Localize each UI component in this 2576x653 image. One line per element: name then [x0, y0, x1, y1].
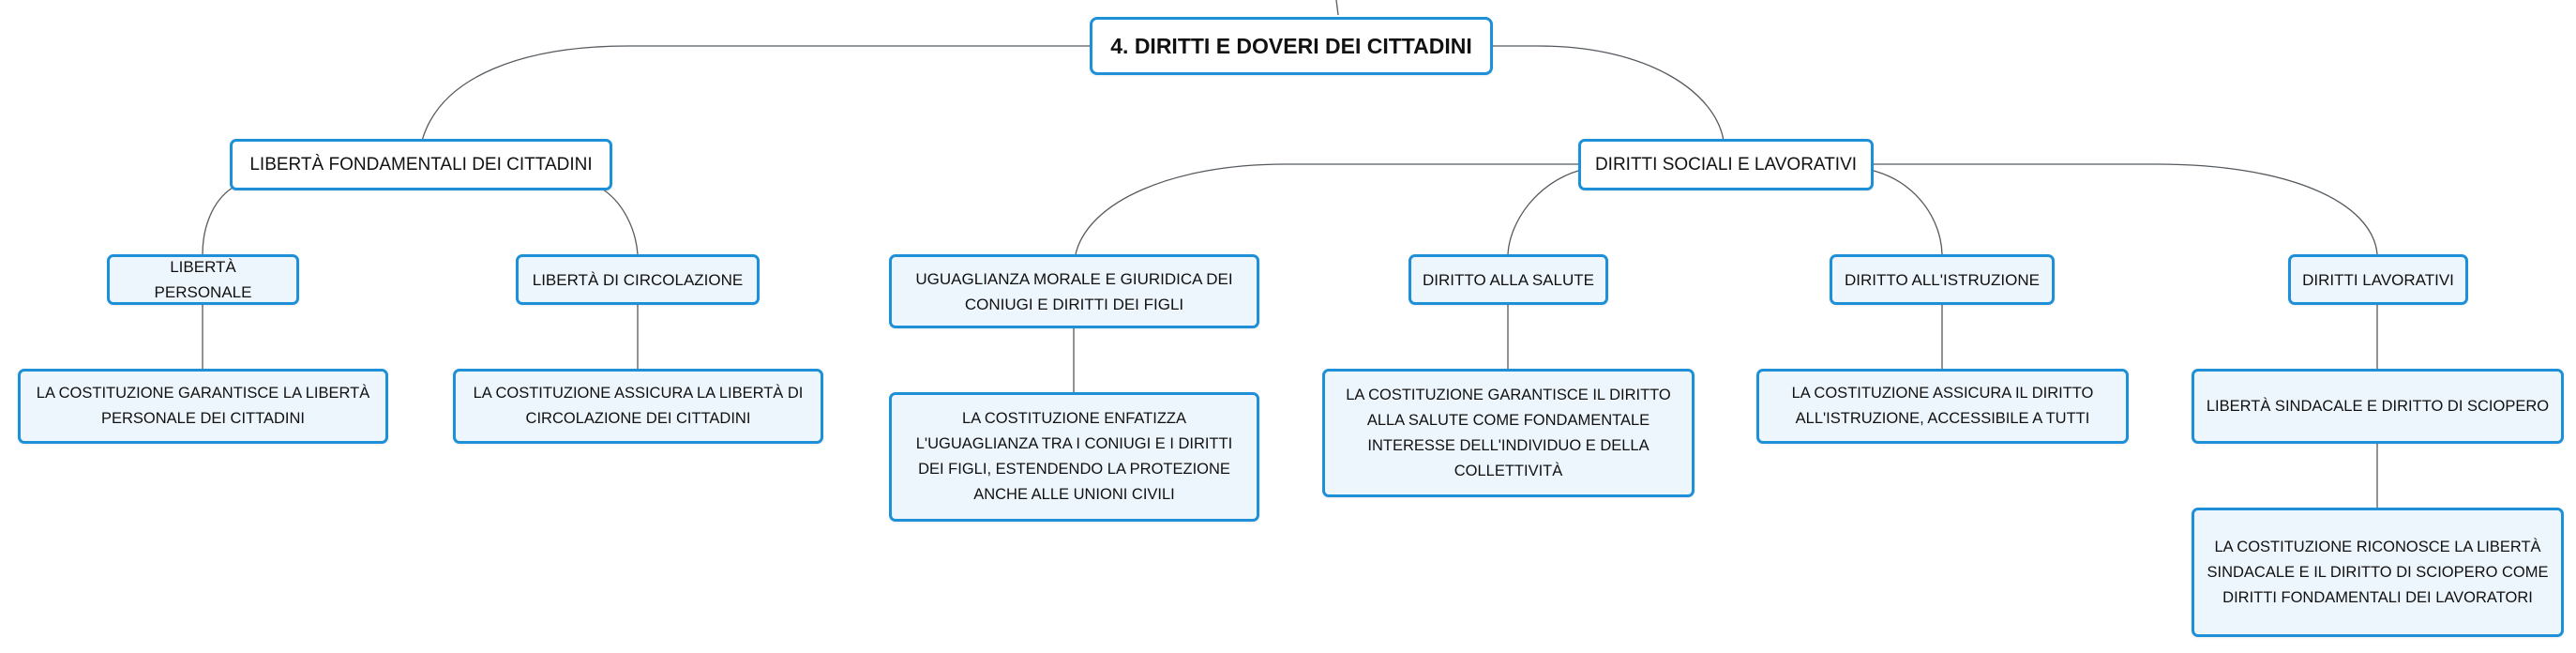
subtopic-diritto-salute[interactable]: DIRITTO ALLA SALUTE [1409, 254, 1608, 305]
detail-diritti-lavoratori[interactable]: LA COSTITUZIONE RICONOSCE LA LIBERTÀ SIN… [2192, 508, 2564, 637]
detail-uguaglianza-coniugi[interactable]: LA COSTITUZIONE ENFATIZZA L'UGUAGLIANZA … [889, 392, 1259, 522]
subtopic-label: LIBERTÀ DI CIRCOLAZIONE [532, 270, 744, 289]
detail-text: LA COSTITUZIONE RICONOSCE LA LIBERTÀ SIN… [2207, 538, 2549, 606]
subtopic-liberta-personale[interactable]: LIBERTÀ PERSONALE [107, 254, 299, 305]
subtopic-uguaglianza-coniugi[interactable]: UGUAGLIANZA MORALE E GIURIDICA DEI CONIU… [889, 254, 1259, 328]
subtopic-label: LIBERTÀ PERSONALE [154, 258, 252, 301]
subtopic-label: DIRITTO ALL'ISTRUZIONE [1845, 270, 2040, 289]
detail-diritto-salute[interactable]: LA COSTITUZIONE GARANTISCE IL DIRITTO AL… [1322, 369, 1695, 497]
connector-root-main-2 [1493, 45, 1725, 142]
connector-m2-s4 [1874, 163, 2378, 255]
detail-text: LA COSTITUZIONE GARANTISCE IL DIRITTO AL… [1346, 386, 1671, 479]
subtopic-liberta-circolazione[interactable]: LIBERTÀ DI CIRCOLAZIONE [516, 254, 760, 305]
root-topic[interactable]: 4. DIRITTI E DOVERI DEI CITTADINI [1090, 17, 1493, 75]
subtopic-label: DIRITTO ALLA SALUTE [1423, 270, 1594, 289]
detail-text: LIBERTÀ SINDACALE E DIRITTO DI SCIOPERO [2206, 397, 2550, 415]
detail-text: LA COSTITUZIONE GARANTISCE LA LIBERTÀ PE… [36, 385, 370, 427]
connector-m1-s1 [202, 187, 233, 255]
detail-text: LA COSTITUZIONE ENFATIZZA L'UGUAGLIANZA … [915, 410, 1233, 503]
connector-m2-s1 [1075, 163, 1578, 255]
main-topic-liberta-fondamentali[interactable]: LIBERTÀ FONDAMENTALI DEI CITTADINI [230, 139, 612, 190]
detail-diritto-istruzione[interactable]: LA COSTITUZIONE ASSICURA IL DIRITTO ALL'… [1756, 369, 2129, 444]
subtopic-diritto-istruzione[interactable]: DIRITTO ALL'ISTRUZIONE [1830, 254, 2055, 305]
connector-root-main-1 [421, 45, 1090, 142]
detail-text: LA COSTITUZIONE ASSICURA LA LIBERTÀ DI C… [473, 385, 804, 427]
subtopic-label: DIRITTI LAVORATIVI [2302, 270, 2454, 289]
main-topic-label: LIBERTÀ FONDAMENTALI DEI CITTADINI [249, 155, 593, 175]
detail-text: LA COSTITUZIONE ASSICURA IL DIRITTO ALL'… [1791, 385, 2094, 427]
root-topic-label: 4. DIRITTI E DOVERI DEI CITTADINI [1110, 33, 1472, 58]
connector-m2-s2 [1507, 170, 1579, 255]
main-topic-diritti-sociali[interactable]: DIRITTI SOCIALI E LAVORATIVI [1578, 139, 1874, 190]
connector-m1-s2 [599, 187, 639, 255]
connector-top-stub [1335, 0, 1339, 16]
detail-liberta-personale[interactable]: LA COSTITUZIONE GARANTISCE LA LIBERTÀ PE… [18, 369, 388, 444]
detail-liberta-sindacale[interactable]: LIBERTÀ SINDACALE E DIRITTO DI SCIOPERO [2192, 369, 2564, 444]
subtopic-diritti-lavorativi[interactable]: DIRITTI LAVORATIVI [2288, 254, 2468, 305]
detail-liberta-circolazione[interactable]: LA COSTITUZIONE ASSICURA LA LIBERTÀ DI C… [453, 369, 823, 444]
main-topic-label: DIRITTI SOCIALI E LAVORATIVI [1594, 155, 1858, 175]
connector-m2-s3 [1873, 170, 1943, 255]
subtopic-label: UGUAGLIANZA MORALE E GIURIDICA DEI CONIU… [915, 269, 1233, 313]
